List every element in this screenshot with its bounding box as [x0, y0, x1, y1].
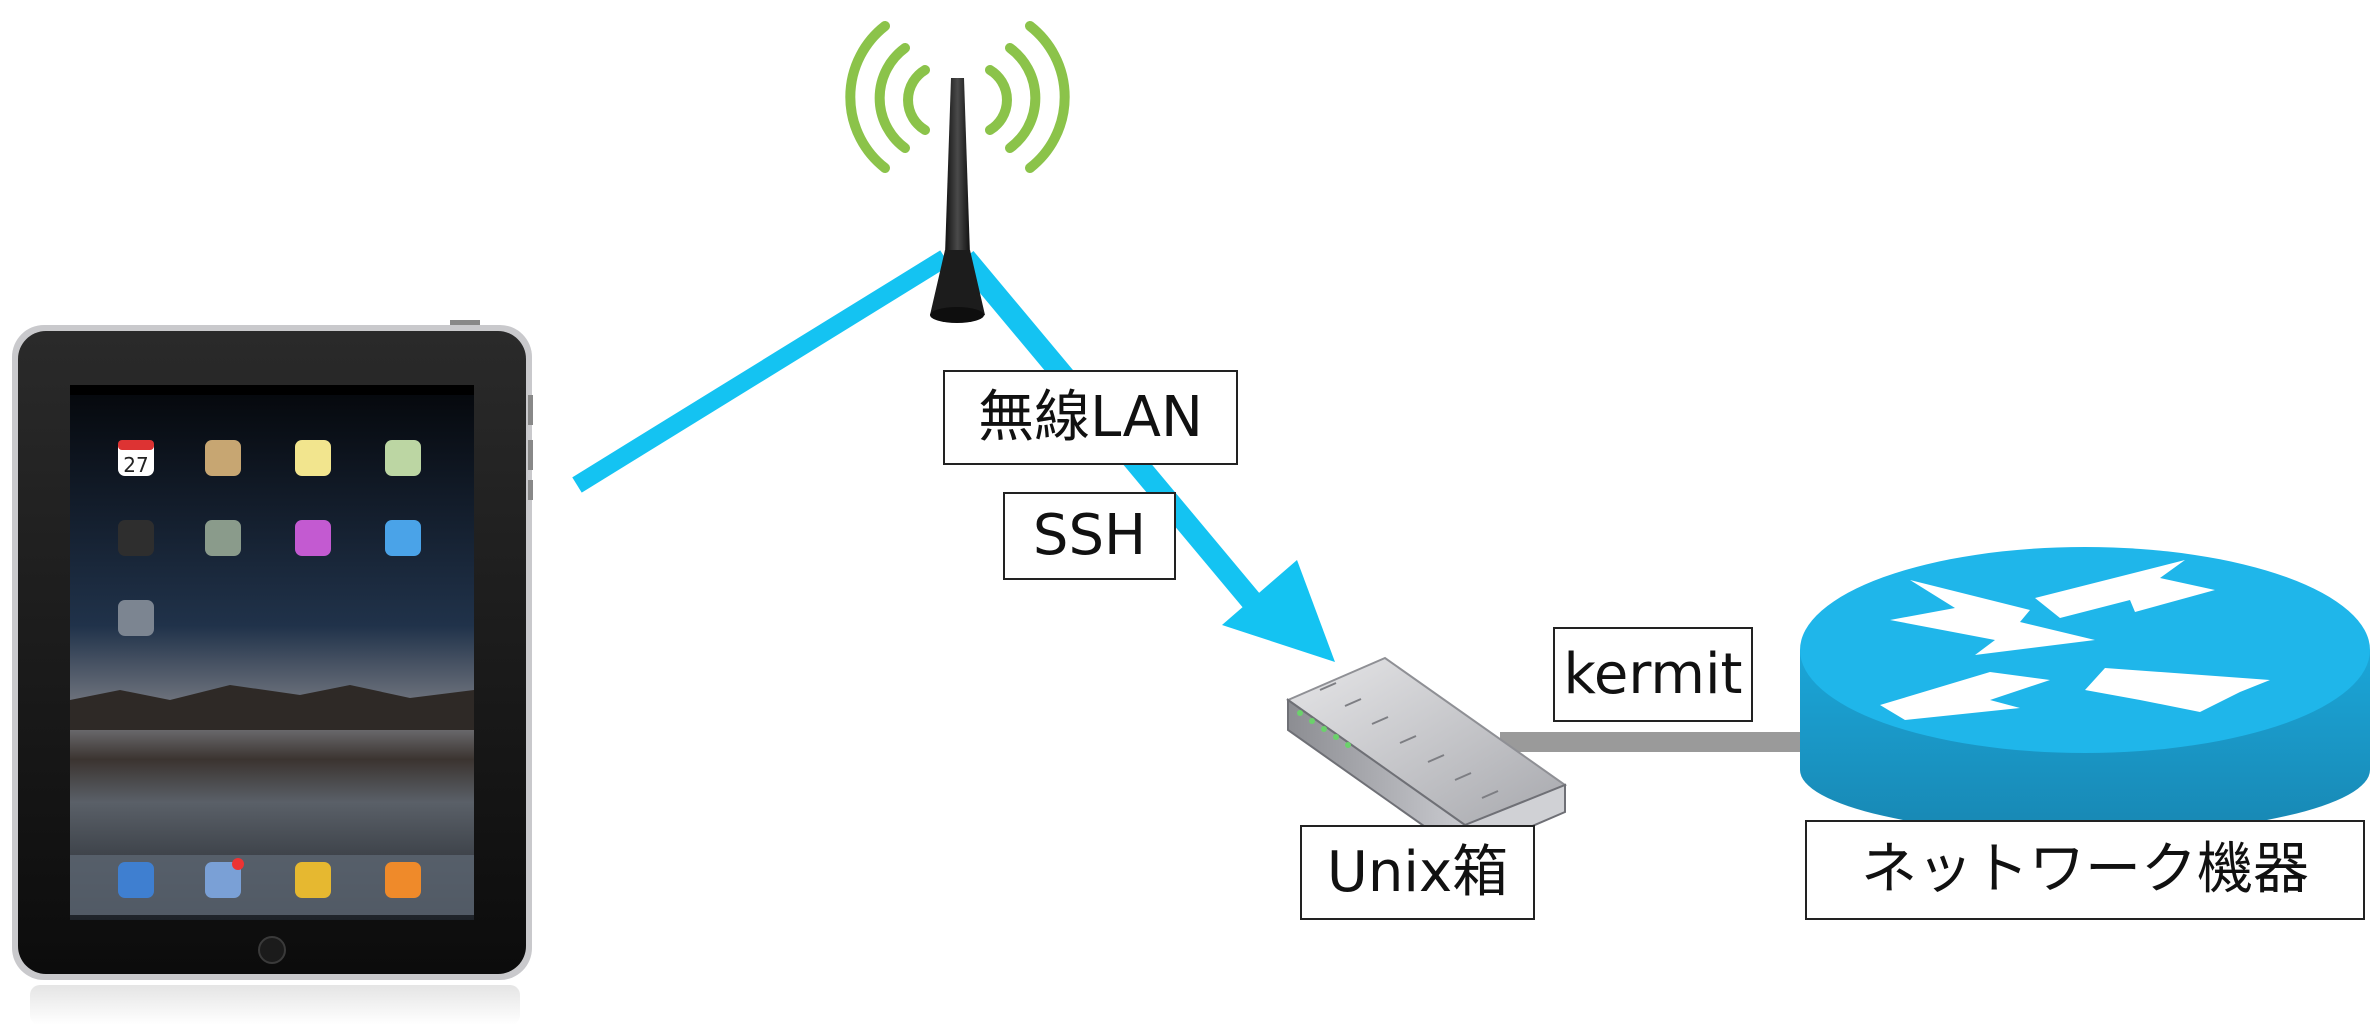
wireless-link-ipad-to-antenna [572, 250, 950, 493]
calendar-day: 27 [123, 453, 148, 477]
unix-server-box-icon [1285, 656, 1568, 857]
kermit-label: kermit [1553, 627, 1753, 722]
unix-box-label: Unix箱 [1300, 825, 1535, 920]
ipad-icon: 27 [12, 320, 533, 1025]
network-device-label: ネットワーク機器 [1805, 820, 2365, 920]
wifi-antenna-icon [845, 21, 1070, 323]
ssh-label: SSH [1003, 492, 1176, 580]
wireless-lan-label: 無線LAN [943, 370, 1238, 465]
arrowhead-icon [1222, 560, 1335, 662]
network-router-icon [1800, 547, 2370, 835]
